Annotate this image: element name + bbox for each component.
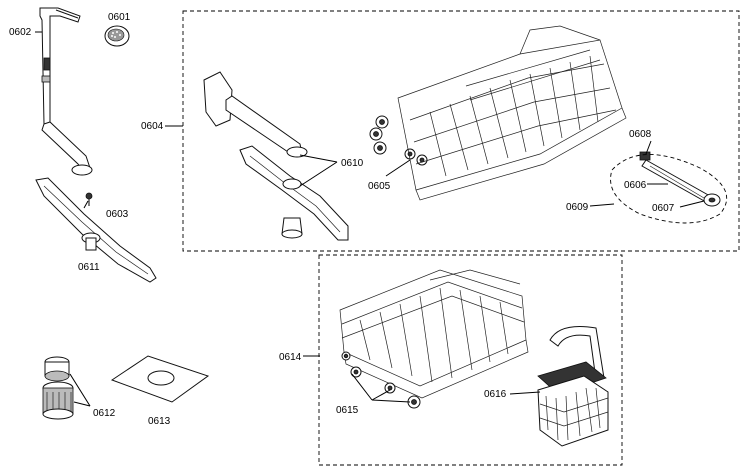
part-0612-filter-assembly [42,356,74,420]
part-0603-screw [85,192,93,206]
part-0607-knob [703,193,721,207]
part-0609-group-outline [610,154,728,224]
lower-rack [339,269,529,399]
upper-rack [397,25,627,201]
label-0614: 0614 [279,352,302,363]
label-0612: 0612 [93,408,116,419]
label-0602: 0602 [9,27,32,38]
part-0606-clip-rail [641,159,711,203]
leader-lines [35,31,705,407]
label-0603: 0603 [106,209,129,220]
part-0615-wheels [341,351,421,409]
lower-rack-group-box [318,254,623,466]
label-0604: 0604 [141,121,164,132]
label-0615: 0615 [336,405,359,416]
part-0616-cutlery-basket [537,326,609,447]
label-0616: 0616 [484,389,507,400]
label-0610: 0610 [341,158,364,169]
part-0602-supply-tube [39,7,93,176]
part-0608-clip [639,151,651,161]
upper-rack-group-box [182,10,740,252]
part-0611-spray-arm [35,177,157,283]
label-0613: 0613 [148,416,171,427]
part-0613-plate [110,355,210,403]
label-0605: 0605 [368,181,391,192]
label-0609: 0609 [566,202,589,213]
label-0606: 0606 [624,180,647,191]
label-0611: 0611 [78,262,100,273]
part-0604-upper-spray-arm [203,71,349,241]
label-0607: 0607 [652,203,675,214]
label-0608: 0608 [629,129,652,140]
part-0601-cap [104,25,130,47]
label-0601: 0601 [108,12,131,23]
